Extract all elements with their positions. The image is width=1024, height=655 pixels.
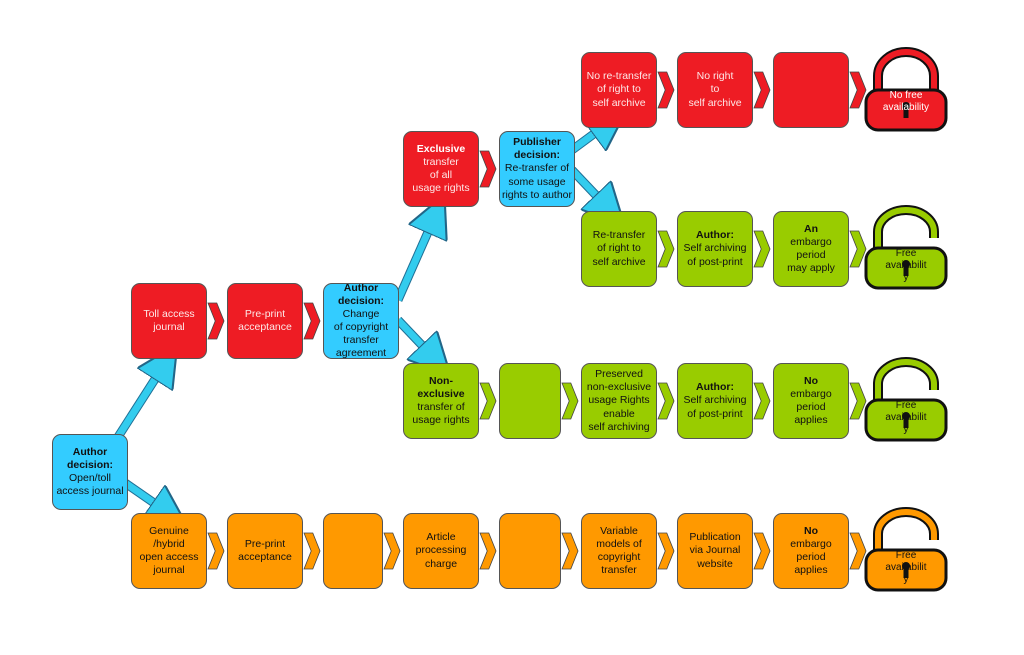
box-title: No xyxy=(803,524,818,537)
chevron-arrow-icon-10 xyxy=(561,382,579,420)
connector-arrow-2 xyxy=(394,214,436,302)
box-text: Open/toll access journal xyxy=(56,472,124,498)
author-self-archiving-box-2: Author:Self archiving of post-print xyxy=(677,363,753,439)
padlocks xyxy=(864,47,948,592)
chevron-arrow-icon-16 xyxy=(383,532,401,570)
connector-arrow-5 xyxy=(569,167,610,210)
author-self-archiving-box-1: Author:Self archiving of post-print xyxy=(677,211,753,287)
box-title: Author decision: xyxy=(66,445,114,471)
chevron-arrow-icon-5 xyxy=(849,71,867,109)
open-lock-icon-1 xyxy=(864,205,948,290)
author-decision-copyright-box: Author decision:Change of copyright tran… xyxy=(323,283,399,359)
preserved-rights-box: Preserved non-exclusive usage Rights ena… xyxy=(581,363,657,439)
box-text: Variable models of copyright transfer xyxy=(596,524,642,577)
box-text: Self archiving of post-print xyxy=(683,242,747,268)
box-text: Change of copyright transfer agreement xyxy=(333,307,389,359)
box-title: An xyxy=(803,222,818,235)
variable-models-box: Variable models of copyright transfer xyxy=(581,513,657,589)
no-retransfer-box: No re-transfer of right to self archive xyxy=(581,52,657,128)
box-text: No right to self archive xyxy=(688,70,742,109)
chevron-arrow-icon-8 xyxy=(849,230,867,268)
box-text: Re-transfer of some usage rights to auth… xyxy=(501,162,573,201)
toll-access-journal-box: Toll access journal xyxy=(131,283,207,359)
box-text: Pre-print acceptance xyxy=(238,307,292,333)
chevron-arrow-icon-11 xyxy=(657,382,675,420)
box-title: Exclusive xyxy=(416,142,466,155)
publication-website-box: Publication via Journal website xyxy=(677,513,753,589)
publisher-decision-box: Publisher decision:Re-transfer of some u… xyxy=(499,131,575,207)
box-title: Non- exclusive xyxy=(417,374,465,400)
box-text: embargo period may apply xyxy=(787,235,835,275)
preprint-acceptance-oa-box: Pre-print acceptance xyxy=(227,513,303,589)
chevron-arrow-icon-17 xyxy=(479,532,497,570)
chevron-arrow-icon-12 xyxy=(753,382,771,420)
orange-empty-box-2 xyxy=(499,513,561,589)
chevron-arrow-icon-9 xyxy=(479,382,497,420)
chevron-arrow-icon-21 xyxy=(849,532,867,570)
chevron-arrow-icon-3 xyxy=(657,71,675,109)
open-lock-icon-2 xyxy=(864,357,948,442)
box-title: Publisher decision: xyxy=(513,136,561,162)
chevron-arrow-icon-13 xyxy=(849,382,867,420)
chevron-arrow-icon-0 xyxy=(207,302,225,340)
chevron-arrow-icon-14 xyxy=(207,532,225,570)
green-empty-box xyxy=(499,363,561,439)
no-right-box: No right to self archive xyxy=(677,52,753,128)
box-title: Author: xyxy=(696,381,734,394)
open-lock-icon-3 xyxy=(864,507,948,592)
chevron-arrow-icon-19 xyxy=(657,532,675,570)
genuine-open-access-journal-box: Genuine /hybrid open access journal xyxy=(131,513,207,589)
chevron-arrow-icon-20 xyxy=(753,532,771,570)
red-empty-box xyxy=(773,52,849,128)
closed-lock-icon-0 xyxy=(864,47,948,132)
box-text: Publication via Journal website xyxy=(689,531,741,570)
preprint-acceptance-toll-box: Pre-print acceptance xyxy=(227,283,303,359)
box-text: No re-transfer of right to self archive xyxy=(586,70,652,109)
box-text: transfer of all usage rights xyxy=(412,155,470,195)
box-text: Preserved non-exclusive usage Rights ena… xyxy=(586,368,652,433)
orange-empty-box-1 xyxy=(323,513,383,589)
box-title: No xyxy=(803,374,818,387)
box-text: Self archiving of post-print xyxy=(683,394,747,420)
box-text: Article processing charge xyxy=(415,531,467,570)
box-text: Genuine /hybrid open access journal xyxy=(139,524,199,577)
chevron-arrows xyxy=(207,71,867,570)
box-text: embargo period applies xyxy=(790,387,832,427)
chevron-arrow-icon-1 xyxy=(303,302,321,340)
connector-arrow-3 xyxy=(395,317,436,360)
chevron-arrow-icon-6 xyxy=(657,230,675,268)
box-text: Toll access journal xyxy=(143,307,195,333)
box-title: Author decision: xyxy=(337,283,385,307)
chevron-arrow-icon-4 xyxy=(753,71,771,109)
author-decision-open-toll-box: Author decision:Open/toll access journal xyxy=(52,434,128,510)
box-title: Author: xyxy=(696,229,734,242)
box-text: Pre-print acceptance xyxy=(238,537,292,563)
article-processing-charge-box: Article processing charge xyxy=(403,513,479,589)
chevron-arrow-icon-18 xyxy=(561,532,579,570)
connector-arrow-0 xyxy=(113,362,166,442)
chevron-arrow-icon-15 xyxy=(303,532,321,570)
box-text: transfer of usage rights xyxy=(412,401,470,427)
box-text: Re-transfer of right to self archive xyxy=(592,229,646,268)
chevron-arrow-icon-2 xyxy=(479,150,497,188)
chevron-arrow-icon-7 xyxy=(753,230,771,268)
retransfer-right-box: Re-transfer of right to self archive xyxy=(581,211,657,287)
box-text: embargo period applies xyxy=(790,537,832,577)
